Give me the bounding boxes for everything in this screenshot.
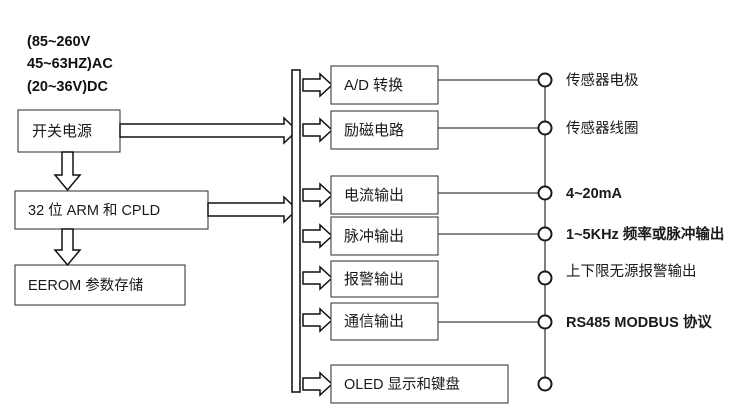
arrow-arm-to-bus	[207, 195, 299, 224]
block-current-output[interactable]: 电流输出	[302, 175, 545, 215]
arrow-bus-to-excitation-circuit	[302, 117, 334, 143]
power-spec-line-3: (20~36V)DC	[27, 79, 109, 95]
block-arm-cpld-label: 32 位 ARM 和 CPLD	[28, 202, 160, 219]
terminal-alarm-output[interactable]	[537, 270, 553, 286]
block-eerom-storage[interactable]: EEROM 参数存储	[14, 264, 186, 306]
terminal-pulse-output[interactable]	[537, 226, 553, 242]
arrow-bus-to-ad-conversion	[302, 72, 334, 98]
terminal-label-pulse-output: 1~5KHz 频率或脉冲输出	[566, 225, 724, 243]
block-eerom-storage-label: EEROM 参数存储	[28, 277, 143, 294]
terminal-communication-output[interactable]	[537, 314, 553, 330]
block-oled-display-keypad[interactable]: OLED 显示和键盘	[302, 364, 509, 404]
terminal-current-output[interactable]	[537, 185, 553, 201]
arrow-bus-to-alarm-output	[302, 265, 334, 291]
arrow-supply-to-arm	[53, 151, 82, 192]
block-current-output-label: 电流输出	[344, 187, 404, 204]
block-excitation-circuit[interactable]: 励磁电路	[302, 110, 545, 150]
terminal-label-ad-conversion: 传感器电极	[566, 72, 639, 89]
internal-bus-bar	[291, 69, 301, 393]
block-switching-power-supply-label: 开关电源	[32, 123, 92, 140]
arrow-bus-to-communication-output	[302, 307, 334, 333]
block-pulse-output-label: 脉冲输出	[344, 228, 404, 245]
block-ad-conversion[interactable]: A/D 转换	[302, 65, 545, 105]
arrow-arm-to-eerom	[53, 228, 82, 267]
block-oled-display-keypad-label: OLED 显示和键盘	[344, 375, 460, 393]
arrow-bus-to-current-output	[302, 182, 334, 208]
terminal-label-communication-output: RS485 MODBUS 协议	[566, 313, 712, 331]
terminal-label-excitation-circuit: 传感器线圈	[566, 120, 639, 137]
block-communication-output[interactable]: 通信输出	[302, 302, 545, 341]
terminal-ad-conversion[interactable]	[537, 72, 553, 88]
power-spec-line-1: (85~260V	[27, 34, 91, 50]
block-communication-output-label: 通信输出	[344, 313, 404, 330]
block-ad-conversion-label: A/D 转换	[344, 77, 403, 94]
block-alarm-output[interactable]: 报警输出	[302, 260, 439, 298]
terminal-label-alarm-output: 上下限无源报警输出	[566, 263, 697, 280]
arrow-bus-to-oled-display-keypad	[302, 371, 334, 397]
block-pulse-output[interactable]: 脉冲输出	[302, 216, 545, 256]
terminal-oled-display-keypad[interactable]	[537, 376, 553, 392]
block-excitation-circuit-label: 励磁电路	[344, 122, 404, 139]
block-arm-cpld[interactable]: 32 位 ARM 和 CPLD	[14, 190, 209, 230]
arrow-bus-to-pulse-output	[302, 223, 334, 249]
block-alarm-output-label: 报警输出	[344, 271, 404, 288]
terminal-excitation-circuit[interactable]	[537, 120, 553, 136]
arrow-supply-to-bus	[119, 116, 299, 145]
power-spec-line-2: 45~63HZ)AC	[27, 56, 113, 72]
terminal-label-current-output: 4~20mA	[566, 186, 623, 202]
block-switching-power-supply[interactable]: 开关电源	[17, 109, 121, 153]
